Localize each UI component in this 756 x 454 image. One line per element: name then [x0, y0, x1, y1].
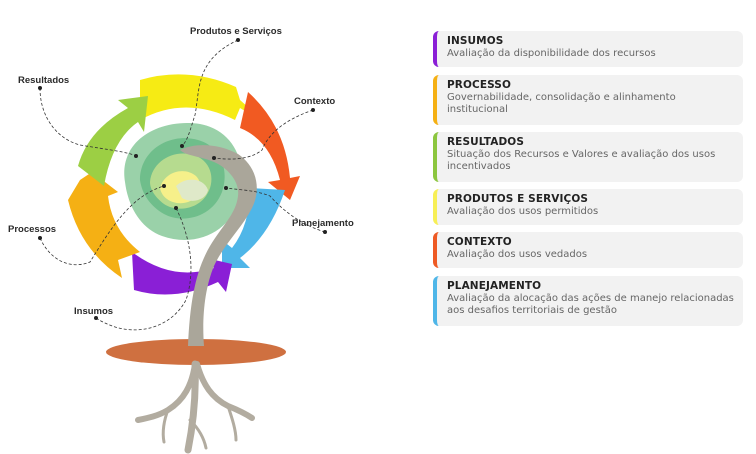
- card-description: Avaliação dos usos permitidos: [447, 206, 599, 217]
- card-title: INSUMOS: [447, 35, 504, 47]
- cycle-tree-diagram: Produtos e Serviços Resultados Contexto …: [8, 26, 354, 454]
- card-title: PLANEJAMENTO: [447, 280, 542, 292]
- card-description: Avaliação da disponibilidade dos recurso…: [447, 48, 656, 59]
- center-swirl: [124, 123, 243, 240]
- card-processo: PROCESSO Governabilidade, consolidação e…: [433, 75, 743, 125]
- leader-dots: [38, 38, 327, 320]
- label-processos: Processos: [8, 224, 56, 235]
- label-contexto: Contexto: [294, 96, 335, 107]
- card-title: RESULTADOS: [447, 136, 524, 148]
- arrow-produtos: [140, 74, 268, 125]
- card-title: CONTEXTO: [447, 236, 512, 248]
- roots: [135, 360, 255, 454]
- label-insumos: Insumos: [74, 306, 113, 317]
- label-planejamento: Planejamento: [292, 218, 354, 229]
- card-description: Avaliação da alocação das ações de manej…: [447, 293, 734, 316]
- label-produtos: Produtos e Serviços: [190, 26, 282, 37]
- card-description: Governabilidade, consolidação e alinhame…: [447, 92, 676, 115]
- card-description: Situação dos Recursos e Valores e avalia…: [447, 149, 716, 172]
- leader-lines: [39, 39, 326, 331]
- label-resultados: Resultados: [18, 75, 69, 86]
- card-produtos-e-servicos: PRODUTOS E SERVIÇOS Avaliação dos usos p…: [433, 189, 743, 225]
- card-contexto: CONTEXTO Avaliação dos usos vedados: [433, 232, 743, 268]
- card-planejamento: PLANEJAMENTO Avaliação da alocação das a…: [433, 276, 743, 326]
- arrow-resultados: [78, 96, 148, 186]
- card-description: Avaliação dos usos vedados: [447, 249, 588, 260]
- card-resultados: RESULTADOS Situação dos Recursos e Valor…: [433, 132, 743, 182]
- soil-ellipse: [106, 339, 286, 365]
- tree-trunk: [180, 145, 257, 346]
- card-title: PRODUTOS E SERVIÇOS: [447, 193, 589, 205]
- arrow-contexto: [240, 92, 300, 200]
- arrow-planejamento: [222, 188, 285, 268]
- arrow-processos: [68, 172, 140, 278]
- card-title: PROCESSO: [447, 79, 511, 91]
- card-insumos: INSUMOS Avaliação da disponibilidade dos…: [433, 31, 743, 67]
